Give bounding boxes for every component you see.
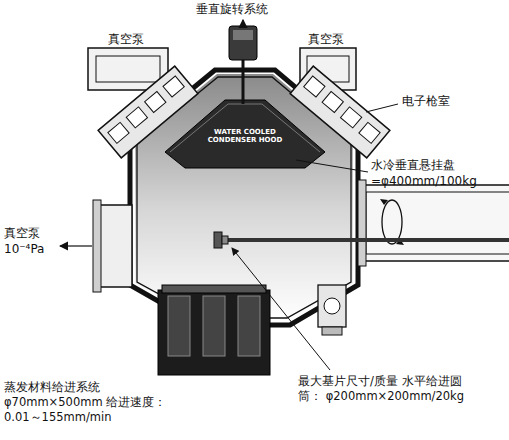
- feed-system-label: 蒸发材料给进系统 φ70mm×500mm 给进速度：0.01～155mm/min: [4, 380, 189, 425]
- vacuum-label: 真空泵 10⁻⁴Pa: [4, 226, 54, 257]
- substrate-label: 最大基片尺寸/质量 水平给进圆筒： φ200mm×200mm/20kg: [298, 374, 470, 404]
- hanger-label: 水冷垂直悬挂盘 =φ400mm/100kg: [371, 158, 505, 189]
- hood-text: WATER COOLED CONDENSER HOOD: [205, 128, 285, 145]
- gun-chamber-label: 电子枪室: [402, 94, 462, 110]
- pump-label: 真空泵: [308, 32, 358, 48]
- system-label: 垂直旋转系统: [196, 2, 296, 18]
- pump-label: 真空泵: [108, 32, 158, 48]
